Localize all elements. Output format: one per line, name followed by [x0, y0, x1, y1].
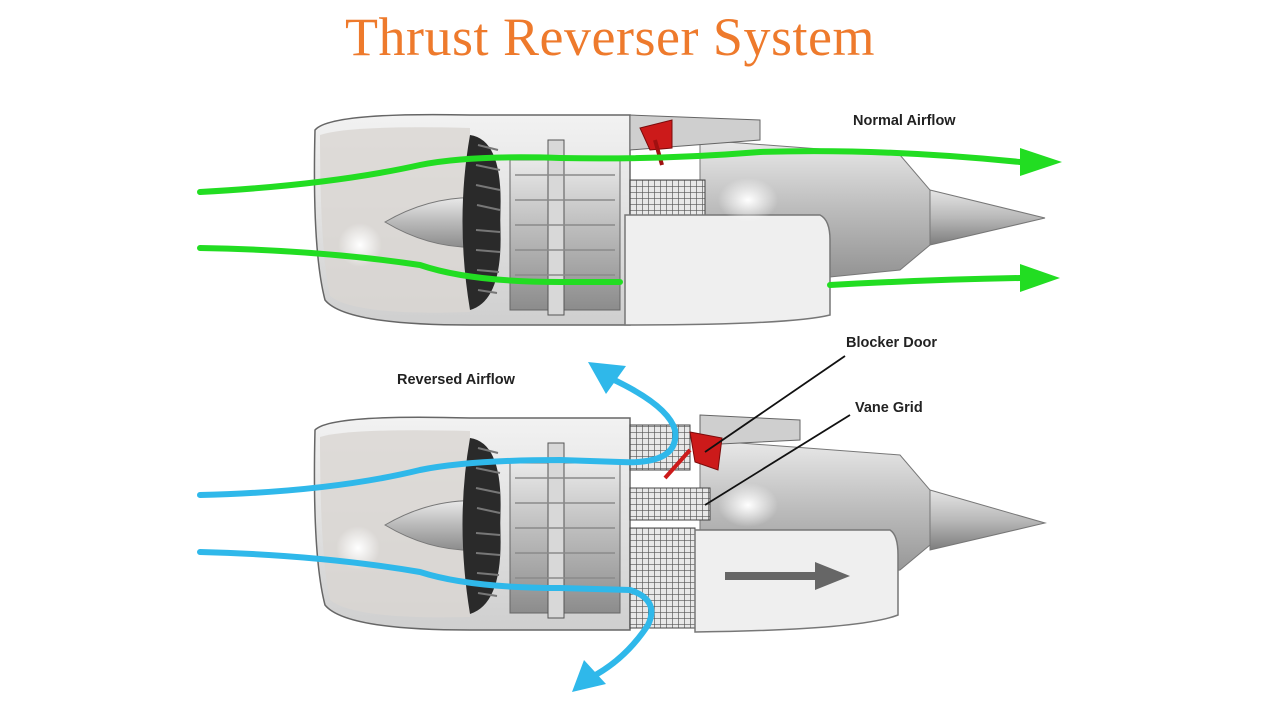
reversed-engine — [197, 355, 1047, 692]
vane-grid-label: Vane Grid — [855, 400, 923, 416]
exhaust-cone — [929, 489, 1047, 551]
normal-airflow-arrows — [197, 148, 1023, 288]
normal-airflow-label: Normal Airflow — [853, 113, 956, 129]
normal-arrowhead-lower — [1020, 264, 1060, 292]
blocker-door-leader — [704, 355, 846, 453]
fan-blades — [462, 135, 501, 310]
reversed-arrowhead-lower — [572, 660, 606, 692]
vane-grid-leader — [704, 414, 851, 506]
vane-grid-middle — [629, 487, 711, 521]
reversed-airflow-label: Reversed Airflow — [397, 372, 515, 388]
blocker-door-label: Blocker Door — [846, 335, 938, 351]
reversed-arrowhead-upper — [588, 362, 626, 394]
normal-arrowhead-upper — [1020, 148, 1062, 176]
translating-sleeve — [624, 214, 831, 326]
fan-blades — [462, 438, 501, 614]
normal-engine — [197, 113, 1062, 326]
exhaust-cone — [929, 189, 1046, 246]
vane-grid — [629, 179, 706, 216]
translating-sleeve — [694, 529, 899, 633]
reversed-airflow-arrows — [197, 375, 679, 681]
diagram-title: Thrust Reverser System — [345, 7, 875, 67]
sleeve-direction-arrow — [725, 562, 850, 590]
vane-grid-lower — [629, 527, 696, 629]
blocker-door — [639, 119, 673, 151]
